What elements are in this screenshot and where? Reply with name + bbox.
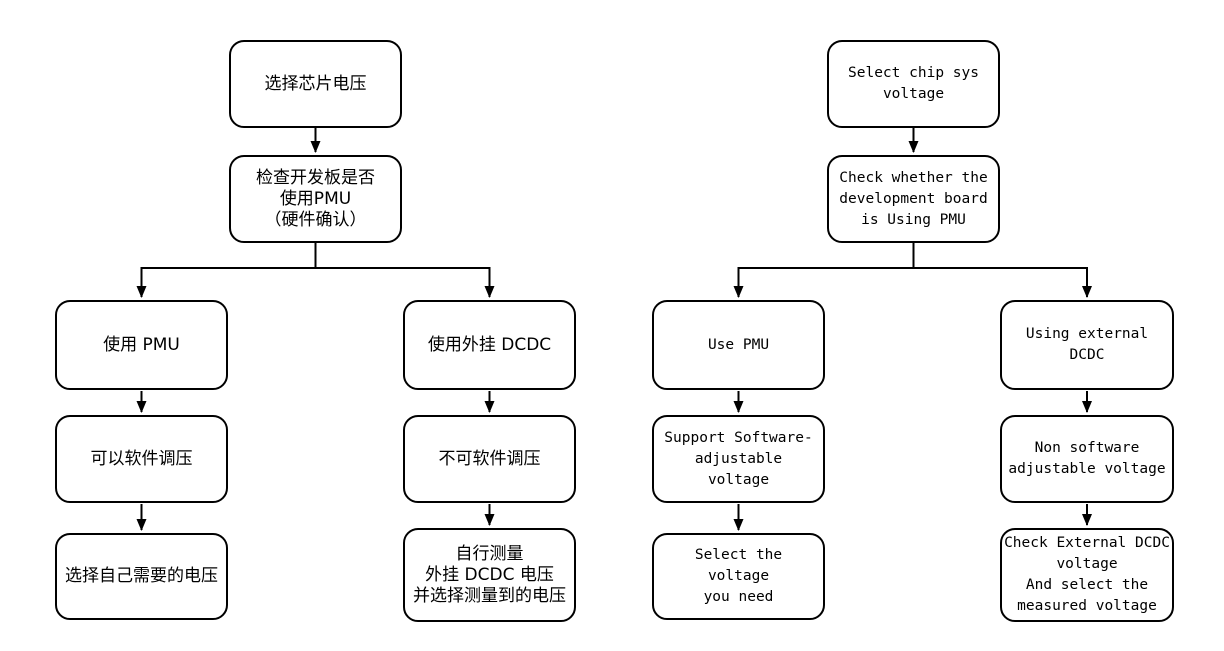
en-check-pmu-label: Check whether the development board is U… [839,169,988,228]
zh-start-label: 选择芯片电压 [264,73,367,94]
zh-not-sw-adjustable-node: 不可软件调压 [403,415,576,503]
connector-group-zh [136,128,495,531]
en-use-pmu-label: Use PMU [707,336,770,353]
zh-check-pmu-label: 检查开发板是否 使用PMU （硬件确认） [256,167,375,230]
en-not-sw-adjustable-node: Non software adjustable voltage [1000,415,1174,503]
zh-check-pmu-node: 检查开发板是否 使用PMU （硬件确认） [229,155,402,243]
en-measure-node: Check External DCDC voltage And select t… [1000,528,1174,622]
en-ext-dcdc-node: Using external DCDC [1000,300,1174,390]
connector-group-en [733,128,1092,531]
en-not-sw-adjustable-label: Non software adjustable voltage [1008,440,1166,477]
zh-measure-node: 自行测量 外挂 DCDC 电压 并选择测量到的电压 [403,528,576,622]
zh-sw-adjustable-label: 可以软件调压 [90,448,193,469]
en-start-node: Select chip sys voltage [827,40,1000,128]
en-select-needed-node: Select the voltage you need [652,533,825,620]
en-ext-dcdc-label: Using external DCDC [1025,326,1149,363]
zh-measure-label: 自行测量 外挂 DCDC 电压 并选择测量到的电压 [413,543,566,606]
zh-ext-dcdc-label: 使用外挂 DCDC [427,334,552,355]
zh-select-needed-node: 选择自己需要的电压 [55,533,228,620]
en-use-pmu-node: Use PMU [652,300,825,390]
en-sw-adjustable-node: Support Software- adjustable voltage [652,415,825,503]
en-sw-adjustable-label: Support Software- adjustable voltage [664,429,813,488]
zh-use-pmu-node: 使用 PMU [55,300,228,390]
en-start-label: Select chip sys voltage [848,65,979,102]
zh-sw-adjustable-node: 可以软件调压 [55,415,228,503]
zh-use-pmu-label: 使用 PMU [103,334,180,355]
en-check-pmu-node: Check whether the development board is U… [827,155,1000,243]
en-select-needed-label: Select the voltage you need [694,547,783,605]
zh-not-sw-adjustable-label: 不可软件调压 [438,448,541,469]
zh-start-node: 选择芯片电压 [229,40,402,128]
en-measure-label: Check External DCDC voltage And select t… [1004,535,1170,614]
zh-ext-dcdc-node: 使用外挂 DCDC [403,300,576,390]
zh-select-needed-label: 选择自己需要的电压 [65,566,218,586]
